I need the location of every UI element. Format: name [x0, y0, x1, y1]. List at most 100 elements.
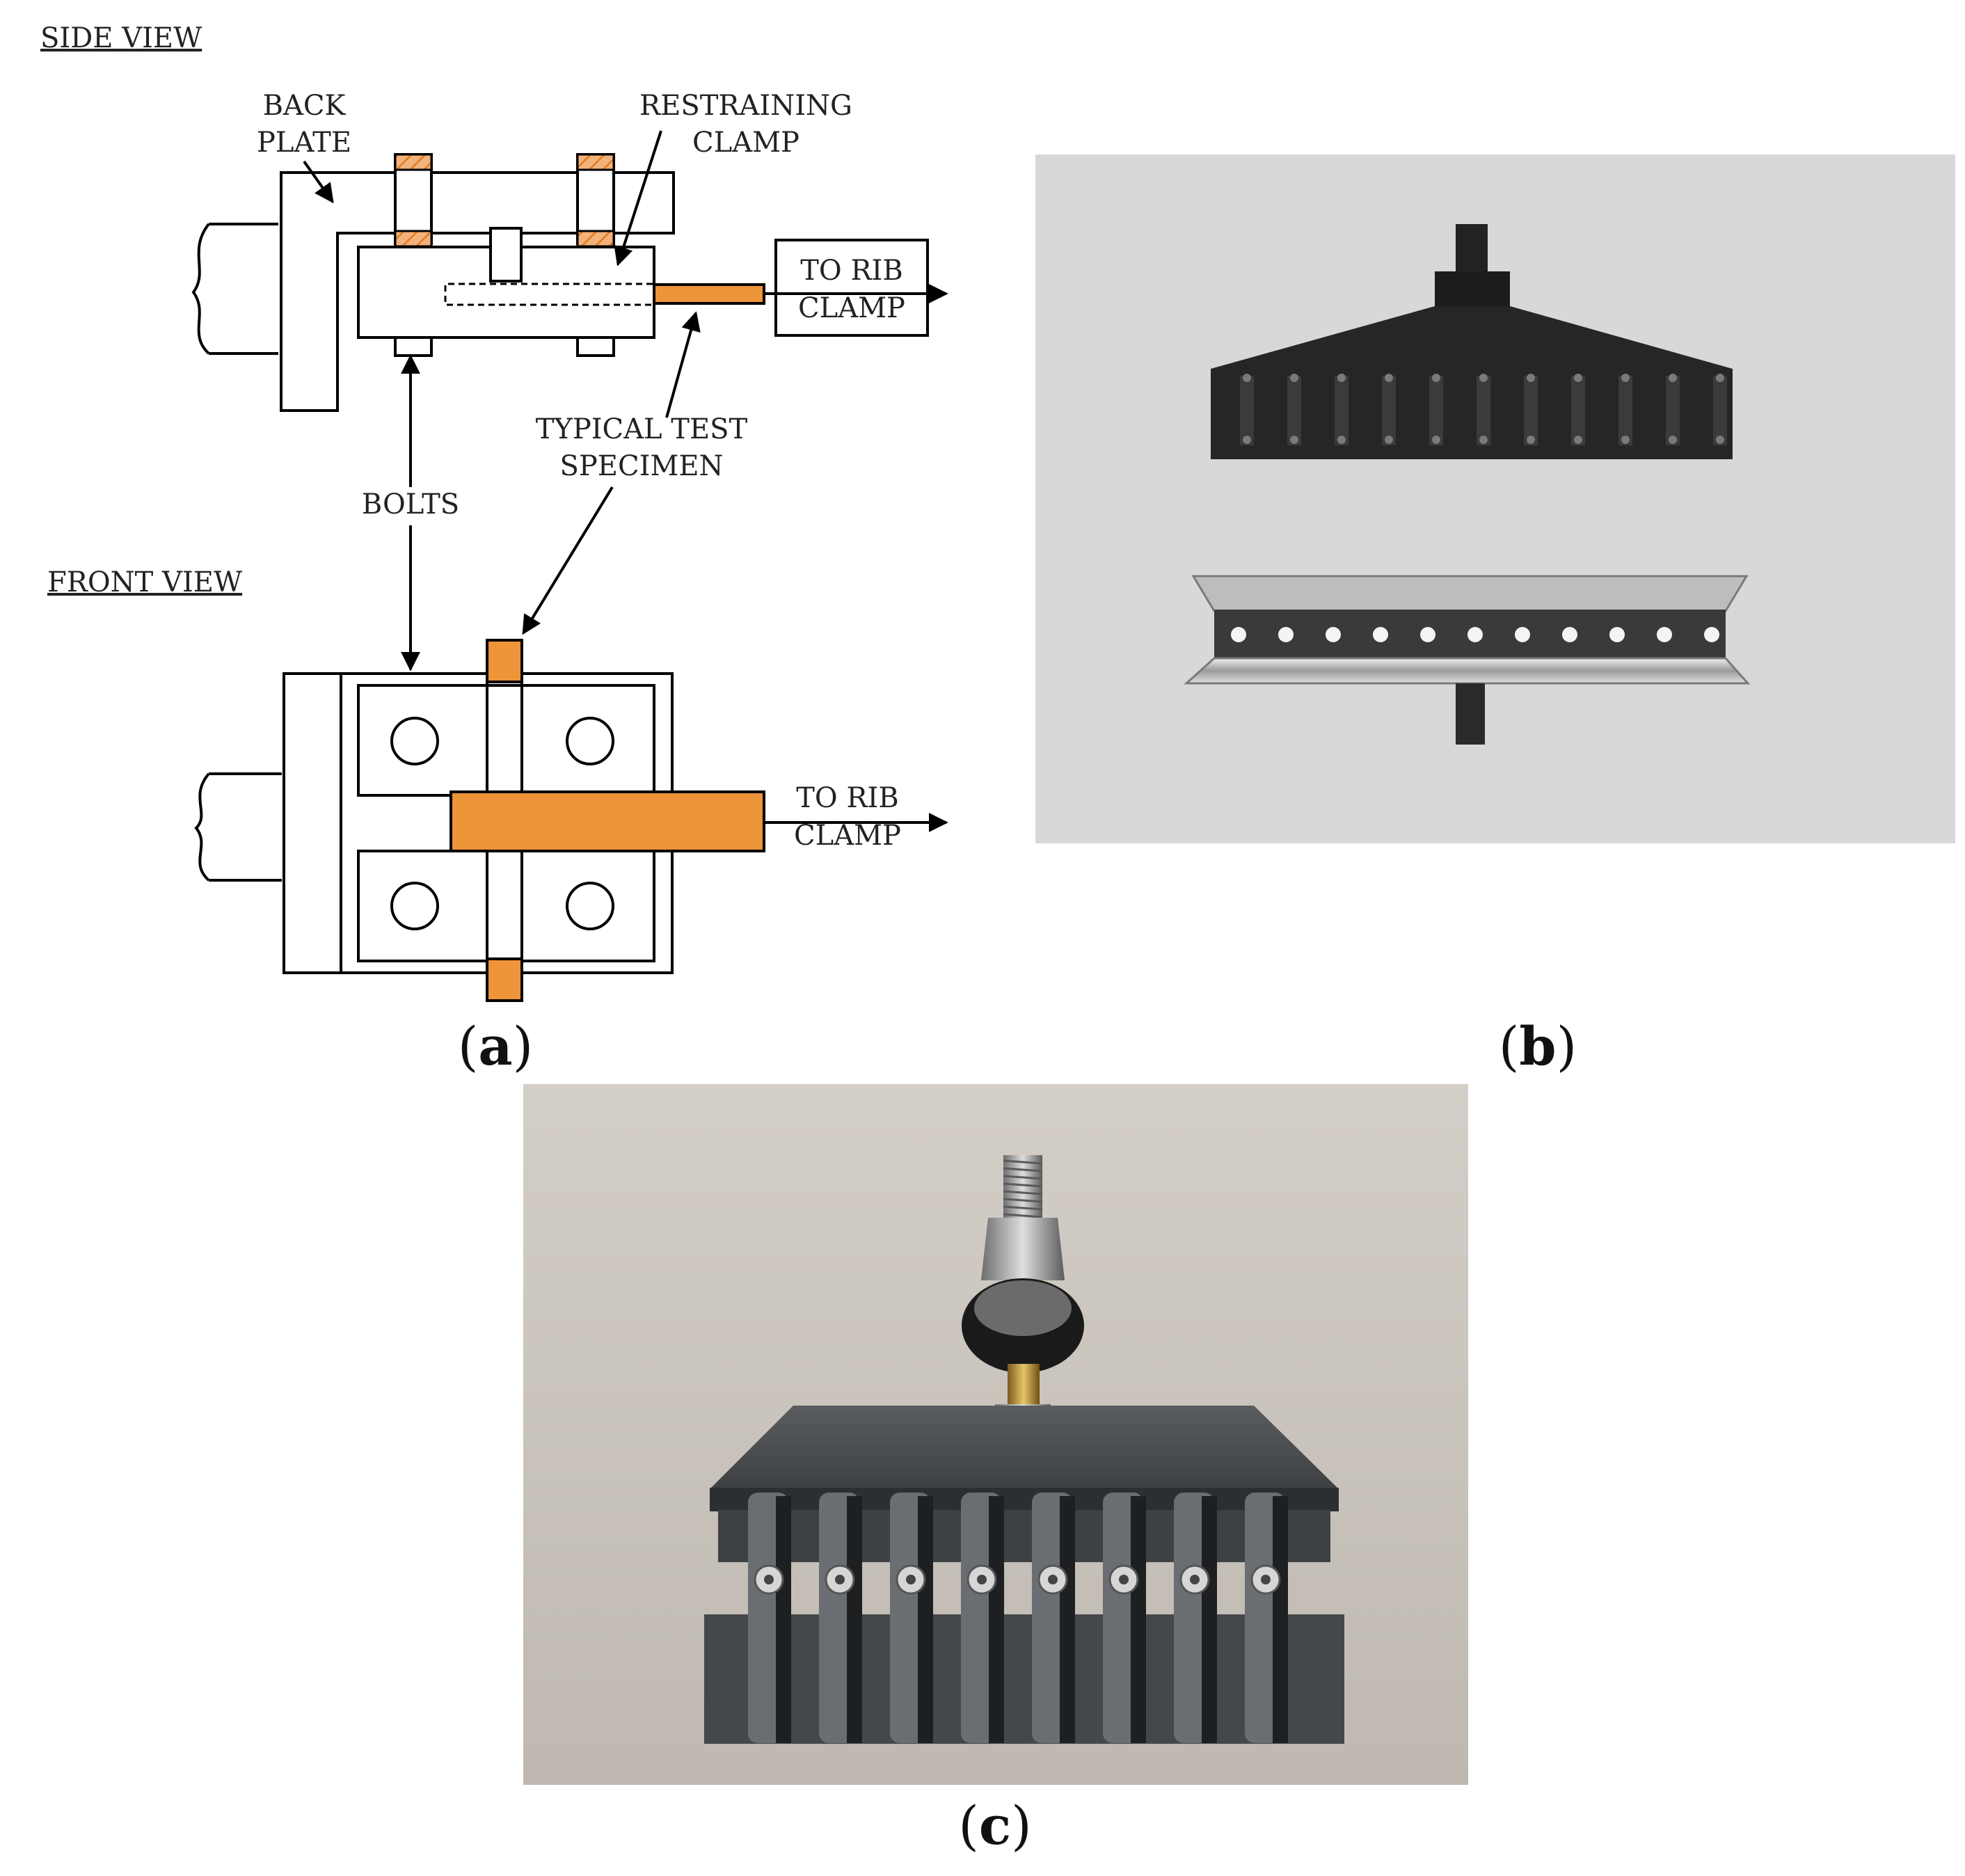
front-view-specimen-bottom: [486, 957, 523, 1002]
caption-a: (a): [458, 1015, 534, 1077]
photo-b-comb-slot: [1571, 376, 1585, 445]
photo-c-bolt-socket: [1048, 1575, 1058, 1584]
side-view-nut: [394, 336, 433, 357]
side-view-washer: [394, 153, 433, 171]
photo-c-tooth-gap: [776, 1496, 791, 1743]
photo-b-comb-slot: [1618, 376, 1632, 445]
front-view-specimen: [450, 790, 765, 852]
photo-b-rail-hole: [1231, 627, 1246, 642]
photo-c-bushing-highlight: [974, 1280, 1072, 1336]
photo-b-rail-hole: [1326, 627, 1341, 642]
photo-c-bolt-socket: [1119, 1575, 1129, 1584]
photo-c-tooth-gap: [1131, 1496, 1146, 1743]
photo-c-rod-end: [981, 1218, 1065, 1280]
photo-c-tooth-gap: [1060, 1496, 1075, 1743]
photo-b-comb-screw: [1243, 436, 1251, 444]
photo-b-rail-hole: [1373, 627, 1388, 642]
panel-b-photo: (b): [1035, 154, 1955, 1077]
photo-b-rail-hole: [1278, 627, 1294, 642]
front-view-bolt-hole: [566, 882, 614, 930]
side-view-to-rib-label-2: CLAMP: [798, 292, 905, 324]
photo-b-comb-screw: [1432, 374, 1440, 382]
specimen-label-1: TYPICAL TEST: [536, 413, 748, 445]
photo-b-comb-slot: [1477, 376, 1490, 445]
photo-c-body-lower: [704, 1614, 1344, 1744]
bolts-label: BOLTS: [362, 488, 459, 520]
photo-c-bolt-socket: [1190, 1575, 1200, 1584]
photo-b-background: [1035, 154, 1955, 843]
photo-c-tooth-gap: [918, 1496, 933, 1743]
front-view-title: FRONT VIEW: [47, 566, 242, 598]
photo-c-tooth-gap: [847, 1496, 862, 1743]
photo-b-rail-hole: [1467, 627, 1483, 642]
side-view-center-block: [489, 227, 523, 283]
photo-b-comb-screw: [1290, 436, 1298, 444]
photo-b-comb-slots: [1240, 374, 1727, 445]
photo-b-comb-screw: [1621, 436, 1630, 444]
photo-c-body-upper: [718, 1510, 1330, 1562]
photo-c-thread: [1003, 1175, 1043, 1180]
photo-b-comb-screw: [1385, 374, 1393, 382]
photo-b-comb-screw: [1669, 436, 1677, 444]
front-view-bolt-hole: [566, 717, 614, 765]
photo-b-comb-screw: [1716, 436, 1724, 444]
side-view-washer: [394, 230, 433, 248]
panel-c-photo: (c): [523, 1084, 1468, 1857]
photo-c-thread: [1003, 1159, 1043, 1165]
photo-c-bolt-socket: [906, 1575, 916, 1584]
side-view-specimen: [653, 283, 765, 305]
photo-b-comb-screw: [1385, 436, 1393, 444]
photo-b-lower-stud: [1456, 683, 1485, 745]
photo-b-rail-hole: [1657, 627, 1672, 642]
photo-b-comb-slot: [1240, 376, 1254, 445]
photo-c-tooth-gap: [1202, 1496, 1217, 1743]
side-view-to-rib-box: [774, 239, 929, 337]
specimen-label-2: SPECIMEN: [559, 450, 723, 482]
front-view-to-rib-label-2: CLAMP: [794, 820, 901, 852]
photo-c-thread: [1003, 1205, 1043, 1211]
front-view-bolt-hole: [390, 882, 439, 930]
photo-b-rail-bottom-flange: [1184, 657, 1751, 685]
side-view-rod: [191, 223, 278, 355]
panel-a-schematic: SIDE VIEW TO RIB CLAMP BACK: [40, 22, 948, 1077]
photo-b-comb-slot: [1524, 376, 1538, 445]
photo-b-comb-screw: [1527, 436, 1535, 444]
photo-b-comb-screw: [1669, 374, 1677, 382]
side-view-washer: [576, 230, 615, 248]
photo-c-bolt-socket: [1261, 1575, 1271, 1584]
back-plate-label-1: BACK: [263, 90, 347, 122]
photo-b-comb-slot: [1713, 376, 1727, 445]
photo-c-top-plate-edge: [710, 1488, 1339, 1511]
front-view-to-rib-label-1: TO RIB: [796, 782, 899, 814]
photo-c-brass-spacer: [1008, 1364, 1040, 1406]
photo-b-comb-slot: [1429, 376, 1443, 445]
back-plate-pointer: [303, 160, 334, 204]
photo-c-top-plate: [710, 1406, 1339, 1489]
side-view-washer: [576, 153, 615, 171]
photo-b-rail-top-flange: [1191, 575, 1749, 612]
photo-b-comb-screw: [1479, 374, 1488, 382]
photo-b-comb-slot: [1666, 376, 1680, 445]
photo-b-comb-slot: [1287, 376, 1301, 445]
photo-b-comb-screw: [1716, 374, 1724, 382]
photo-b-comb-screw: [1621, 374, 1630, 382]
specimen-pointer-front: [522, 486, 614, 635]
photo-c-thread: [1003, 1190, 1043, 1195]
photo-b-comb-screw: [1432, 436, 1440, 444]
photo-b-rail-hole: [1704, 627, 1719, 642]
photo-b-stud: [1456, 224, 1488, 273]
front-view-rod: [194, 772, 282, 882]
photo-b-comb-screw: [1337, 436, 1346, 444]
photo-c-bolt-socket: [835, 1575, 845, 1584]
side-view-to-rib-label-1: TO RIB: [800, 255, 903, 287]
restraining-clamp-pointer: [614, 130, 662, 267]
photo-c-threads: [1003, 1159, 1043, 1218]
caption-c: (c): [958, 1795, 1032, 1857]
side-view-nut: [576, 336, 615, 357]
photo-c-bolt-socket: [977, 1575, 987, 1584]
back-plate-label-2: PLATE: [257, 127, 351, 159]
side-view-title: SIDE VIEW: [40, 22, 202, 54]
photo-b-comb-screw: [1574, 374, 1582, 382]
photo-c-comb-teeth: [748, 1493, 1288, 1743]
